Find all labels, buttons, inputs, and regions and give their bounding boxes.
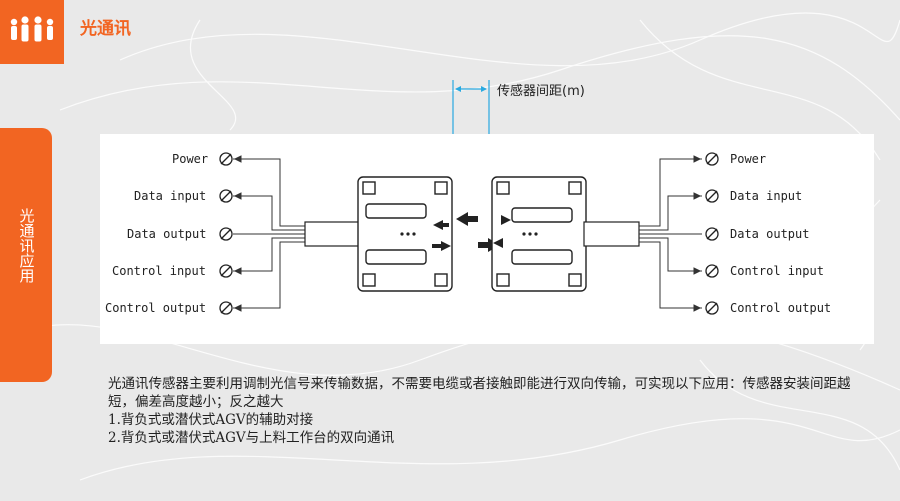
terminal-icon (705, 189, 719, 203)
left-label-control-input: Control input (112, 264, 206, 278)
terminal-icon (219, 301, 233, 315)
left-label-data-output: Data output (127, 227, 206, 241)
page-title: 光通讯 (80, 19, 131, 39)
left-label-power: Power (172, 152, 208, 166)
terminal-icon (705, 152, 719, 166)
section-tab[interactable]: 光通讯应用 (0, 128, 52, 382)
left-sensor (357, 176, 453, 292)
right-label-power: Power (730, 152, 766, 166)
terminal-icon (705, 227, 719, 241)
terminal-icon (219, 152, 233, 166)
description-paragraph: 光通讯传感器主要利用调制光信号来传输数据，不需要电缆或者接触即能进行双向传输，可… (108, 376, 851, 410)
logo-block (0, 0, 64, 64)
terminal-icon (219, 264, 233, 278)
terminal-icon (705, 301, 719, 315)
section-tab-label: 光通讯应用 (17, 208, 36, 283)
terminal-icon (705, 264, 719, 278)
terminal-icon (219, 189, 233, 203)
application-item-1: 1.背负式或潜伏式AGV的辅助对接 (108, 412, 314, 428)
people-group-icon (10, 16, 54, 42)
right-label-data-input: Data input (730, 189, 802, 203)
right-label-control-output: Control output (730, 301, 831, 315)
right-label-control-input: Control input (730, 264, 824, 278)
right-label-data-output: Data output (730, 227, 809, 241)
right-sensor (491, 176, 587, 292)
wiring-diagram: Power Data input Data output Control inp… (100, 134, 874, 344)
left-label-data-input: Data input (134, 189, 206, 203)
description-block: 光通讯传感器主要利用调制光信号来传输数据，不需要电缆或者接触即能进行双向传输，可… (108, 375, 868, 447)
application-item-2: 2.背负式或潜伏式AGV与上料工作台的双向通讯 (108, 430, 395, 446)
terminal-icon (219, 227, 233, 241)
sensor-distance-label: 传感器间距(m) (497, 84, 585, 99)
left-label-control-output: Control output (105, 301, 206, 315)
